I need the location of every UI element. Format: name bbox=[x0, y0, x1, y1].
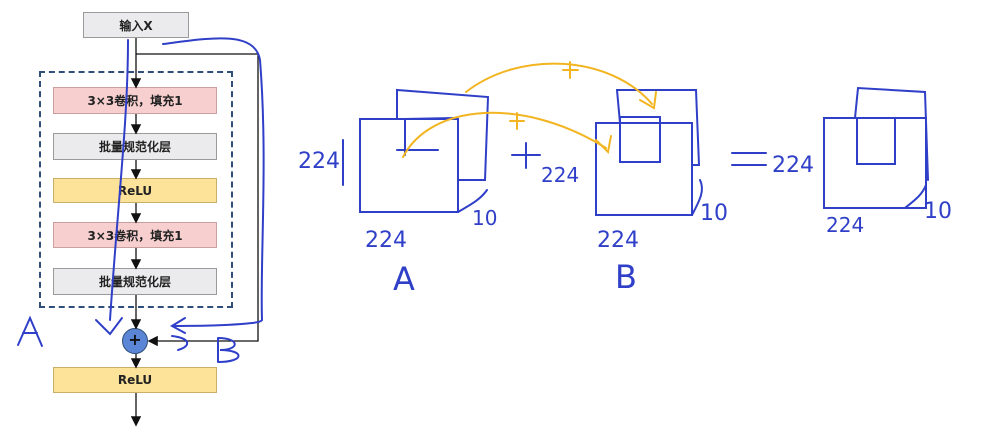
label-c-channels: 10 bbox=[924, 199, 952, 224]
label-b-channels: 10 bbox=[700, 201, 728, 226]
matrix-b bbox=[595, 89, 703, 216]
conv-block-1: 3×3卷积，填充1 bbox=[53, 87, 217, 114]
label-b-name: B bbox=[615, 258, 637, 296]
label-b-height: 224 bbox=[541, 163, 579, 187]
label-b-width: 224 bbox=[597, 228, 639, 253]
label-a-width: 224 bbox=[365, 228, 407, 253]
equals-operator: = bbox=[732, 148, 733, 149]
upper-plus-label: + bbox=[563, 62, 564, 63]
operator-strokes bbox=[511, 142, 767, 169]
handwritten-path-a bbox=[17, 39, 129, 347]
skip-connection bbox=[136, 53, 259, 347]
matrix-c bbox=[823, 86, 929, 209]
label-c-height: 224 bbox=[772, 153, 814, 178]
relu-output-block: ReLU bbox=[53, 367, 217, 393]
path-a-label: A bbox=[14, 316, 15, 317]
handwritten-path-b bbox=[162, 37, 265, 363]
batchnorm-block-2: 批量规范化层 bbox=[53, 268, 217, 295]
matrix-a bbox=[342, 88, 490, 213]
mid-plus-label: + bbox=[510, 113, 511, 114]
input-x-box: 输入X bbox=[83, 12, 189, 38]
plus-operator: + bbox=[512, 142, 513, 143]
label-c-width: 224 bbox=[826, 213, 864, 237]
relu-block-1: ReLU bbox=[53, 178, 217, 203]
yellow-correspondence-arrows bbox=[402, 61, 657, 158]
label-a-height: 224 bbox=[298, 149, 340, 174]
path-b-label: B bbox=[216, 336, 217, 337]
handwritten-labels: 224 224 10 A 224 224 10 B 224 224 10 bbox=[298, 149, 952, 298]
label-a-name: A bbox=[393, 260, 415, 298]
label-a-channels: 10 bbox=[472, 206, 497, 230]
conv-block-2: 3×3卷积，填充1 bbox=[53, 222, 217, 248]
